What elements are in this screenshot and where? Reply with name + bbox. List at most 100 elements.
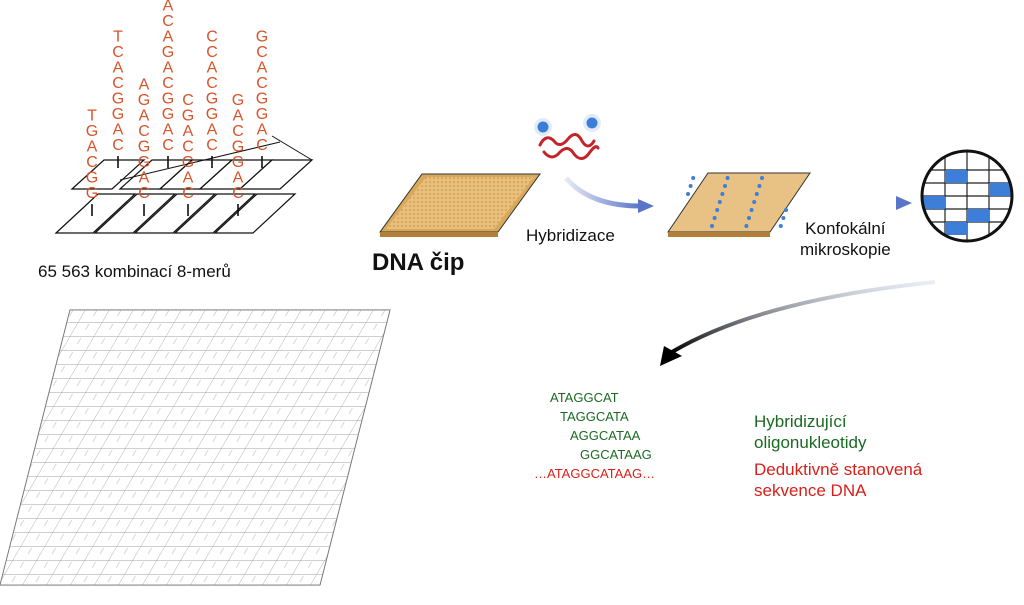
hybridization-spot (691, 176, 696, 180)
hybridization-spot (744, 224, 749, 228)
probe-letter: A (139, 170, 150, 187)
confocal-label-line2: mikroskopie (800, 240, 891, 259)
hybridization-spot (781, 216, 786, 220)
hybridization-spot (757, 184, 762, 188)
probe-ticks (91, 156, 263, 216)
probe-letter: C (206, 137, 218, 154)
probe-tile-array (54, 135, 314, 234)
probe-letter: A (257, 60, 268, 77)
probe-letter: C (162, 75, 174, 92)
probe-letter: C (86, 154, 98, 171)
probe-letter: G (232, 92, 244, 109)
hybridization-spot (725, 176, 730, 180)
hybridized-chip (667, 172, 811, 237)
probe-letter: C (256, 137, 268, 154)
probe-letter: C (232, 185, 244, 202)
probe-letter: G (256, 106, 268, 123)
probe-letter: A (207, 60, 218, 77)
probe-letter: A (163, 0, 174, 15)
hybridization-spot (717, 200, 722, 204)
legend-green-line2: oligonukleotidy (754, 433, 867, 452)
legend-red-line1: Deduktivně stanovená (754, 460, 923, 479)
legend-red-line2: sekvence DNA (754, 481, 867, 500)
probe-letter: A (113, 60, 124, 77)
probe-letter: G (138, 92, 150, 109)
readout-grid-circle (920, 149, 1014, 243)
probe-letter: A (257, 122, 268, 139)
sequence-item: AGGCATAA (570, 428, 641, 443)
probe-letter: G (86, 123, 98, 140)
sequence-item: GGCATAAG (580, 447, 652, 462)
probe-letter: G (86, 185, 98, 202)
probe-letter: G (232, 139, 244, 156)
probe-letter: G (256, 29, 268, 46)
hybridization-spot (720, 192, 725, 196)
hybridization-spot (688, 184, 693, 188)
hybridization-spot (723, 184, 727, 188)
confocal-label-line1: Konfokální (805, 219, 886, 238)
probe-letter: G (162, 91, 174, 108)
deduction-arrow (660, 280, 936, 366)
probe-letter: A (207, 122, 218, 139)
probe-letter: A (163, 60, 174, 77)
combinations-label: 65 563 kombinací 8-merů (38, 262, 231, 281)
probe-letter: G (112, 91, 124, 108)
hybridization-spot (710, 224, 714, 228)
legend: Hybridizující oligonukleotidy Deduktivně… (754, 411, 922, 501)
hybridization-spot (749, 208, 754, 212)
probe-letter: G (162, 44, 174, 61)
hybridization-spot (752, 200, 757, 204)
probe-letter: C (182, 139, 194, 156)
dna-molecule-icon (534, 114, 601, 160)
probe-letter: G (206, 106, 218, 123)
hybridization-spot (712, 216, 717, 220)
probe-letter: C (256, 75, 268, 92)
hybridization-spot (784, 208, 788, 212)
probe-letter: C (162, 137, 174, 154)
probe-letter: G (86, 170, 98, 187)
hybridization-spot (715, 208, 720, 212)
probe-letter: G (256, 91, 268, 108)
confocal-label: Konfokální mikroskopie (800, 218, 891, 260)
sequence-item: ATAGGCAT (550, 390, 619, 405)
probe-letter: A (113, 122, 124, 139)
hybridization-arrow (564, 176, 654, 213)
probe-letter: C (206, 29, 218, 46)
probe-letter: A (163, 122, 174, 139)
probe-letter: C (232, 123, 244, 140)
probe-letter: A (233, 108, 244, 125)
probe-letter: G (112, 106, 124, 123)
hybridization-spot (686, 192, 690, 196)
probe-letter: C (112, 75, 124, 92)
confocal-arrow (816, 196, 912, 210)
probe-letter-columns: GGCAGTCAGGCACTCAGGCAGACAGGCAGACACAGCAGCC… (86, 0, 268, 202)
hybridization-spot (747, 216, 751, 220)
probe-letter: C (112, 44, 124, 61)
hybridization-spot (778, 224, 783, 228)
dna-chip (379, 173, 541, 237)
hybridization-spot (754, 192, 759, 196)
probe-letter: C (182, 185, 194, 202)
probe-letter: A (139, 77, 150, 94)
hybridization-label: Hybridizace (526, 226, 615, 245)
probe-letter: C (138, 185, 150, 202)
probe-letter: C (112, 137, 124, 154)
probe-letter: G (182, 108, 194, 125)
combinatorial-chip-grid (0, 309, 391, 586)
probe-letter: G (232, 154, 244, 171)
probe-letter: G (182, 154, 194, 171)
probe-letter: A (183, 123, 194, 140)
probe-letter: C (162, 13, 174, 30)
probe-letter: A (233, 170, 244, 187)
sequence-list: ATAGGCAT TAGGCATA AGGCATAA GGCATAAG …ATA… (534, 388, 655, 483)
probe-letter: A (87, 139, 98, 156)
deduced-sequence: …ATAGGCATAAG… (534, 466, 656, 481)
legend-green-line1: Hybridizující (754, 412, 847, 431)
probe-letter: G (162, 106, 174, 123)
dna-chip-label: DNA čip (372, 249, 465, 276)
sequence-item: TAGGCATA (560, 409, 629, 424)
probe-letter: T (113, 29, 123, 46)
probe-letter: T (87, 108, 97, 125)
probe-letter: A (163, 29, 174, 46)
